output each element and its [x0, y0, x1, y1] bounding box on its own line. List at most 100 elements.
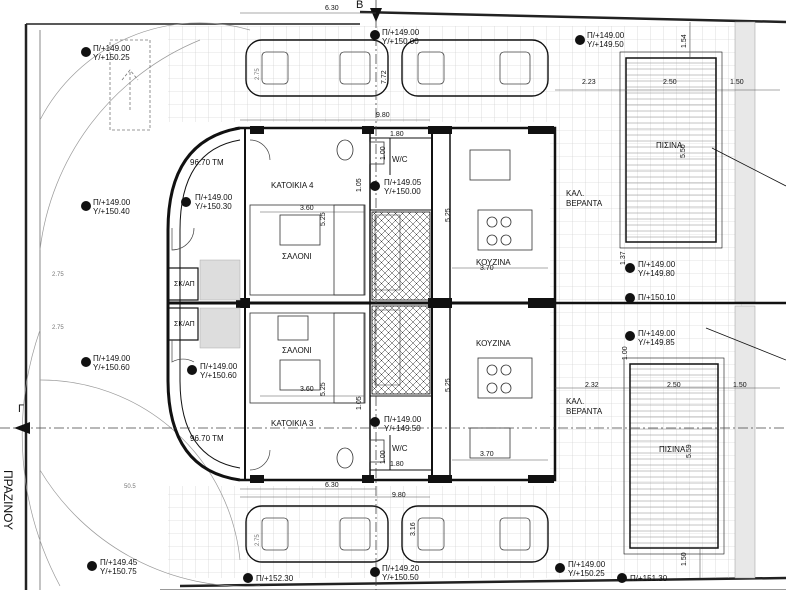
- pool-leaders: [705, 147, 786, 361]
- dim-550: 5.50: [680, 144, 687, 158]
- level-tag: Π/+150.10: [638, 293, 676, 302]
- dim-525-a: 5.25: [320, 212, 327, 226]
- level-markers: [81, 30, 635, 583]
- dim-316: 3.16: [410, 522, 417, 536]
- dim-630-top: 6.30: [325, 5, 339, 12]
- ramp-arrow: [109, 39, 151, 131]
- room-label-pisina-bottom: ΠΙΣΙΝΑ: [659, 445, 686, 454]
- pool-top: [625, 57, 717, 243]
- dim-150-right-bottom: 1.50: [733, 382, 747, 389]
- room-label-saloni-bottom: ΣΑΛΟΝΙ: [282, 346, 312, 355]
- room-label-pisina-top: ΠΙΣΙΝΑ: [656, 141, 683, 150]
- room-label-katoikia-3: ΚΑΤΟΙΚΙΑ 3: [271, 419, 314, 428]
- dim-980-bottom: 9.80: [392, 492, 406, 499]
- staircase-top: [371, 211, 431, 301]
- wc-fixtures: [336, 139, 385, 469]
- dim-525-d: 5.25: [445, 378, 452, 392]
- area-label-bottom: 96.70 TM: [190, 434, 224, 443]
- dim-275-a: 2.75: [255, 68, 261, 80]
- door-swings: [171, 139, 271, 471]
- wall-columns: [236, 126, 554, 483]
- dim-250-bottom: 2.50: [667, 382, 681, 389]
- room-label-veranta-bottom-1: ΚΑΛ.: [566, 397, 585, 406]
- room-label-kouzina-top: ΚΟΥΖΙΝΑ: [476, 258, 511, 267]
- dim-223: 2.23: [582, 79, 596, 86]
- hedges-right: [734, 21, 756, 579]
- dim-360-bottom: 3.60: [300, 386, 314, 393]
- sofas: [249, 204, 366, 404]
- pool-bottom: [629, 363, 719, 549]
- dim-360-top: 3.60: [300, 205, 314, 212]
- section-g-arrow: [14, 422, 30, 434]
- dim-525-c: 5.25: [320, 382, 327, 396]
- room-label-katoikia-4: ΚΑΤΟΙΚΙΑ 4: [271, 181, 314, 190]
- room-label-wc-top: W/C: [392, 155, 408, 164]
- section-mark-g: Γ: [18, 403, 25, 415]
- pool-copings: [619, 51, 725, 555]
- room-label-kouzina-bottom: ΚΟΥΖΙΝΑ: [476, 339, 511, 348]
- dim-370-bottom: 3.70: [480, 451, 494, 458]
- dim-370-top: 3.70: [480, 265, 494, 272]
- dining-sets: [469, 149, 533, 459]
- dim-525-b: 5.25: [445, 208, 452, 222]
- room-label-veranta-top-2: ΒΕΡΑΝΤΑ: [566, 199, 603, 208]
- dim-275-d: 2.75: [52, 325, 64, 331]
- area-label-top: 96.70 TM: [190, 158, 224, 167]
- planters-left: [199, 259, 241, 349]
- dim-275-c: 2.75: [52, 272, 64, 278]
- storerooms: [167, 267, 199, 341]
- dim-180-bottom: 1.80: [390, 461, 404, 468]
- dim-100-c: 1.00: [622, 346, 629, 360]
- dim-559: 5.59: [686, 444, 693, 458]
- plot-boundary: [24, 10, 786, 590]
- room-label-veranta-top-1: ΚΑΛ.: [566, 189, 585, 198]
- section-b-arrow: [370, 8, 382, 22]
- dim-275-b: 2.75: [255, 534, 261, 546]
- dim-105-b: 1.05: [356, 396, 363, 410]
- dim-980-top: 9.80: [376, 112, 390, 119]
- dim-105-a: 1.05: [356, 178, 363, 192]
- staircase-bottom: [371, 305, 431, 395]
- dim-250-top: 2.50: [663, 79, 677, 86]
- dim-150-bottom-v: 1.50: [681, 552, 688, 566]
- parking-cars: [245, 39, 549, 563]
- dimension-lines: [240, 12, 780, 578]
- dim-772: 7.72: [381, 70, 388, 84]
- dim-154: 1.54: [681, 34, 688, 48]
- stair-flights: [374, 214, 401, 386]
- dim-505: 50.5: [124, 484, 136, 490]
- dim-630-bottom: 6.30: [325, 482, 339, 489]
- section-mark-b: B: [356, 0, 364, 11]
- site-arcs: [21, 22, 261, 587]
- room-label-saloni-top: ΣΑΛΟΝΙ: [282, 252, 312, 261]
- street-name: ΠΡΑΖΙΝΟΥ: [1, 470, 15, 531]
- dim-100-b: 1.00: [380, 450, 387, 464]
- room-label-veranta-bottom-2: ΒΕΡΑΝΤΑ: [566, 407, 603, 416]
- dim-232: 2.32: [585, 382, 599, 389]
- room-label-skap-top: ΣΚ/ΑΠ: [174, 281, 195, 288]
- dim-137: 1.37: [620, 251, 627, 265]
- dim-150-right-top: 1.50: [730, 79, 744, 86]
- level-tag: Π/+151.30: [630, 574, 668, 583]
- room-label-skap-bottom: ΣΚ/ΑΠ: [174, 321, 195, 328]
- dim-100-a: 1.00: [380, 146, 387, 160]
- level-tag: Π/+152.30: [256, 574, 294, 583]
- car-windows: [261, 51, 531, 551]
- dim-180-top: 1.80: [390, 131, 404, 138]
